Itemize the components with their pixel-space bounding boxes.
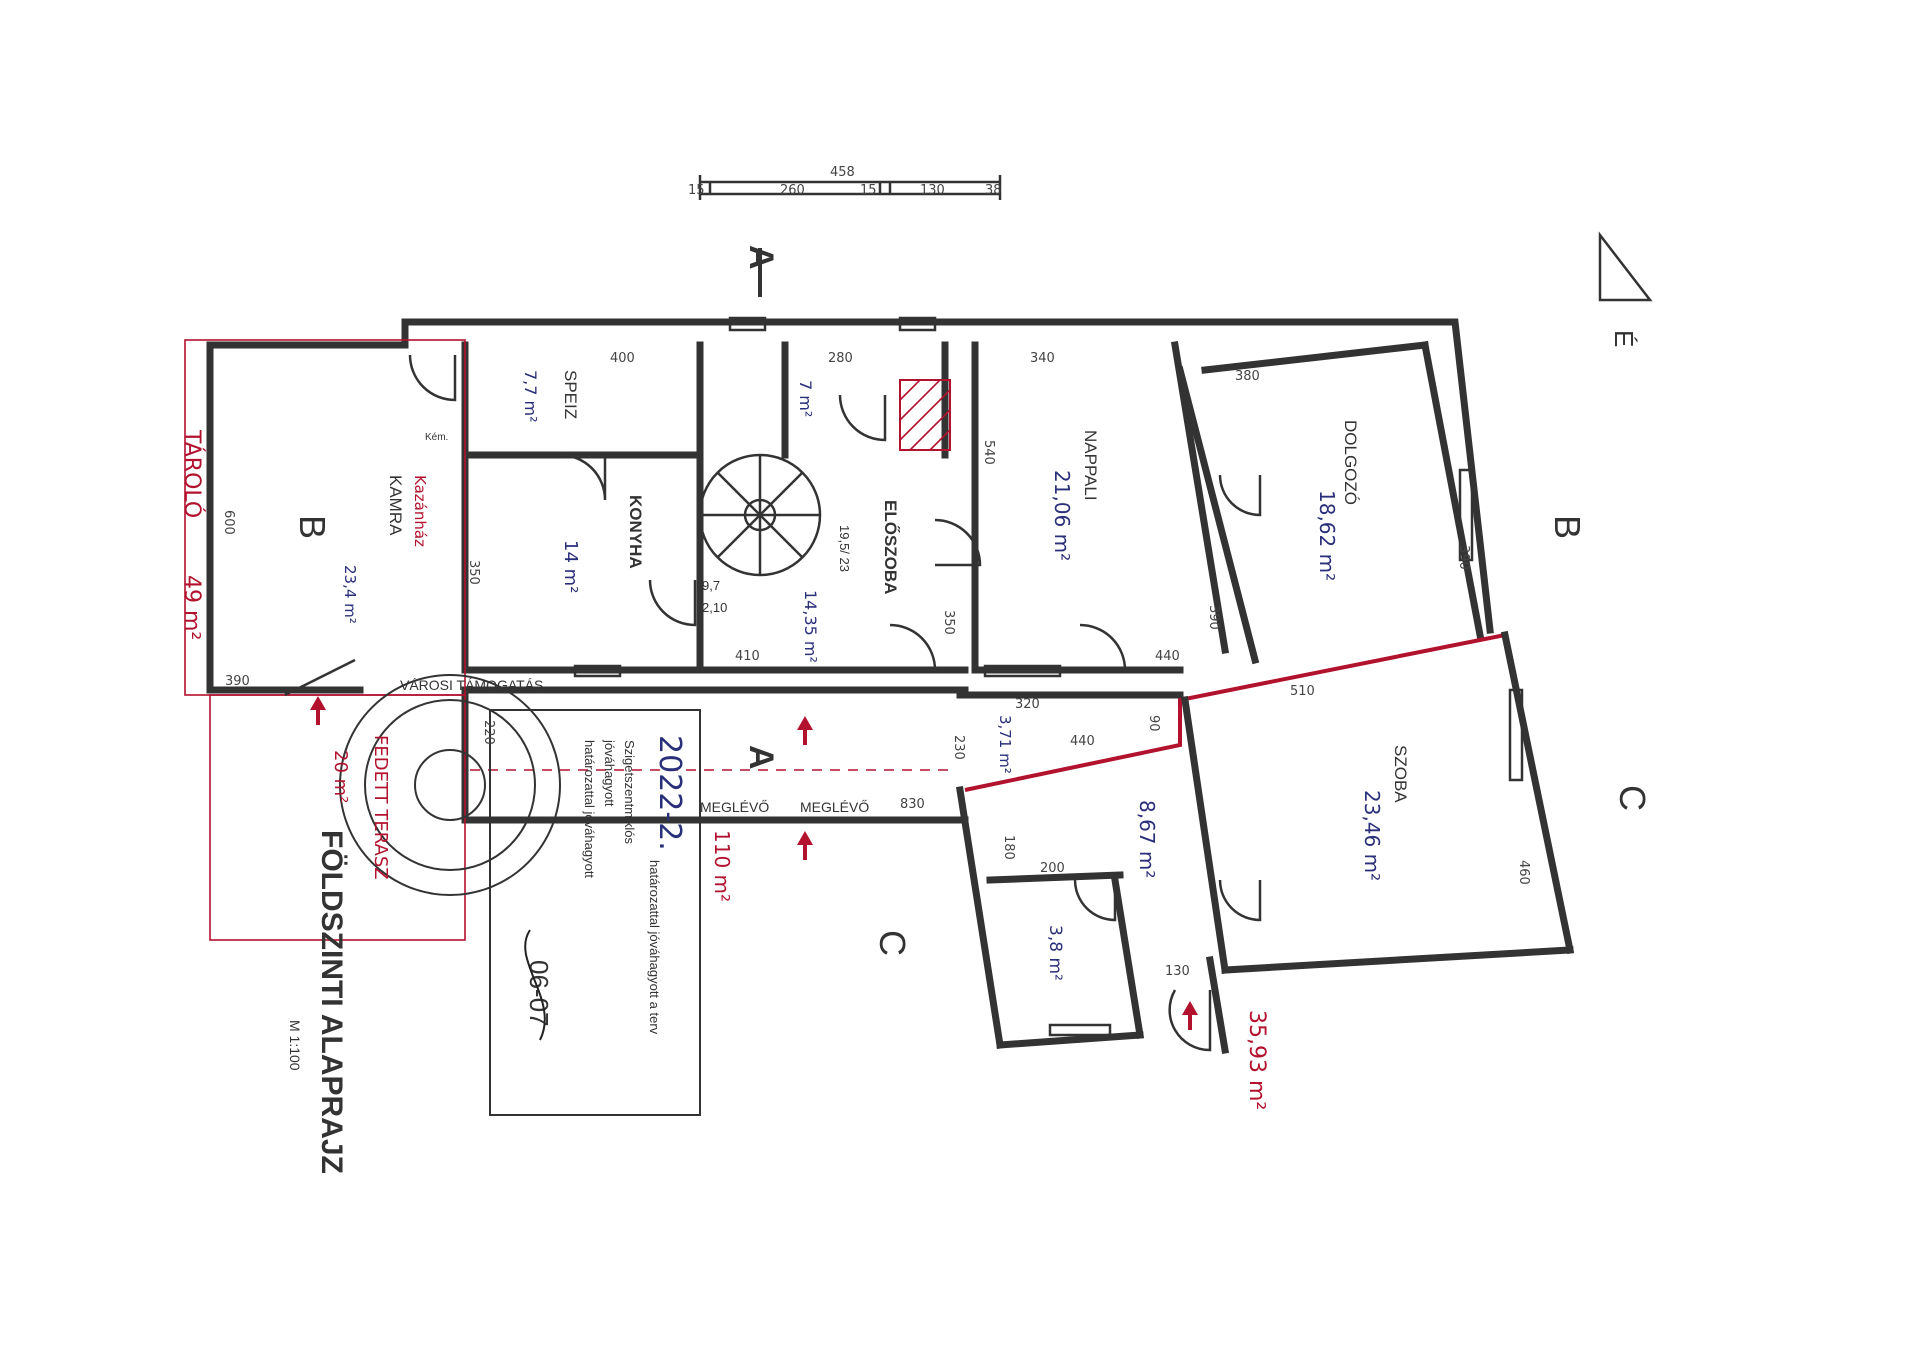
stair-label-2: 9,7 [702,578,720,593]
room-konyha-name: KONYHA [626,495,645,569]
entry-arrows [310,696,1198,1030]
svg-text:230: 230 [951,735,966,760]
room-eloszoba-area: 14,35 m² [801,590,820,663]
svg-text:C: C [872,930,913,956]
svg-text:180: 180 [1001,835,1016,860]
room-kamra-note: Kazánház [411,475,429,547]
chimney [899,379,951,451]
meglevo-label-1: MEGLÉVŐ [700,799,769,815]
svg-text:határozattal jóváhagyott a ter: határozattal jóváhagyott a terv [647,860,662,1035]
section-marker-a-bottom: A [742,745,780,770]
scale-seg2: 260 [780,183,805,198]
stair-label-1: 19,5/ 23 [837,525,852,572]
scale-bar: 458 15 260 15 130 38 [688,165,1002,200]
spiral-staircase [698,453,822,577]
scale-seg1: 15 [688,183,705,198]
extension-area: 35,93 m² [1244,1010,1269,1110]
room-konyha-area: 14 m² [560,540,581,593]
svg-text:510: 510 [1290,684,1315,699]
room-terasz-name: FEDETT TERASZ [370,735,391,880]
svg-text:130: 130 [1165,964,1190,979]
plan-scale: M 1:100 [287,1020,303,1071]
meglevo-area: 110 m² [710,830,734,902]
section-marker-c-right: C [1612,785,1653,811]
svg-text:B: B [1547,515,1588,539]
room-mid-area: 8,67 m² [1135,800,1159,878]
meglevo-label-2: MEGLÉVŐ [800,799,869,815]
signature-icon [524,929,546,1041]
scale-total: 458 [830,165,855,180]
svg-text:830: 830 [900,797,925,812]
scale-seg5: 38 [985,183,1002,198]
svg-text:200: 200 [1040,861,1065,876]
svg-text:390: 390 [1206,605,1221,630]
svg-text:2022-2.: 2022-2. [652,735,687,851]
extension-outline [955,630,1575,1055]
svg-text:440: 440 [1070,734,1095,749]
section-marker-b-right: B [1547,515,1588,539]
svg-text:A: A [742,745,780,770]
svg-text:220: 220 [481,720,496,745]
stair-label-3: 2,10 [702,600,727,615]
svg-text:B: B [292,515,333,539]
room-speiz-area: 7,7 m² [521,370,540,423]
storage-outline [184,339,466,941]
svg-text:340: 340 [1030,351,1055,366]
room-small-area: 3,8 m² [1045,925,1065,981]
svg-text:90: 90 [1146,715,1161,732]
room-nappali-name: NAPPALI [1081,430,1100,501]
room-labels: SPEIZ 7,7 m² 7 m² KONYHA 14 m² ELŐSZOBA … [179,370,1410,1110]
svg-text:Szigetszentmiklós: Szigetszentmiklós [622,740,637,845]
doors [408,354,1262,1052]
room-hall-small-area: 3,71 m² [996,715,1014,774]
section-marker-a-top: A [742,245,780,297]
svg-text:350: 350 [941,610,956,635]
room-nappali-area: 21,06 m² [1050,470,1074,561]
svg-text:390: 390 [1456,545,1471,570]
section-marker-b-left: B [292,515,333,539]
room-wc-area: 7 m² [796,380,815,417]
room-kamra-area: 23,4 m² [341,565,359,624]
room-dolgozo-name: DOLGOZÓ [1341,420,1360,505]
svg-text:280: 280 [828,351,853,366]
round-stamp: VÁROSI TÁMOGATÁS [339,674,561,896]
dimension-labels: 400 280 340 380 540 600 350 350 410 440 … [221,351,1531,979]
scale-seg3: 15 [860,183,877,198]
windows [573,316,1524,1037]
svg-text:460: 460 [1516,860,1531,885]
svg-text:C: C [1612,785,1653,811]
svg-text:400: 400 [610,351,635,366]
room-terasz-area: 20 m² [330,750,351,803]
chimney-label: Kém. [425,432,448,443]
svg-text:410: 410 [735,649,760,664]
room-tarolo-name: TÁROLÓ [179,429,205,518]
north-arrow-icon: É [1598,231,1653,347]
room-dolgozo-area: 18,62 m² [1315,490,1339,581]
svg-text:600: 600 [221,510,236,535]
room-tarolo-area: 49 m² [179,575,204,640]
svg-text:540: 540 [981,440,996,465]
svg-text:jóváhagyott: jóváhagyott [602,739,617,807]
stamp-text: VÁROSI TÁMOGATÁS [400,677,543,693]
misc-labels: MEGLÉVŐ MEGLÉVŐ 19,5/ 23 9,7 2,10 Kém. [425,432,869,815]
scale-seg4: 130 [920,183,945,198]
north-label: É [1609,330,1639,347]
room-speiz-name: SPEIZ [561,370,580,419]
svg-text:380: 380 [1235,369,1260,384]
approval-box: határozattal jóváhagyott jóváhagyott Szi… [489,709,701,1116]
section-marker-c-bottom: C [872,930,913,956]
svg-text:határozattal jóváhagyott: határozattal jóváhagyott [582,740,597,878]
room-szoba-name: SZOBA [1391,745,1410,803]
room-szoba-area: 23,46 m² [1360,790,1384,881]
plan-title: FÖLDSZINTI ALAPRAJZ [315,830,348,1174]
svg-text:320: 320 [1015,697,1040,712]
room-kamra-name: KAMRA [386,475,405,536]
svg-text:440: 440 [1155,649,1180,664]
room-eloszoba-name: ELŐSZOBA [881,500,900,594]
svg-text:350: 350 [466,560,481,585]
svg-text:390: 390 [225,674,250,689]
